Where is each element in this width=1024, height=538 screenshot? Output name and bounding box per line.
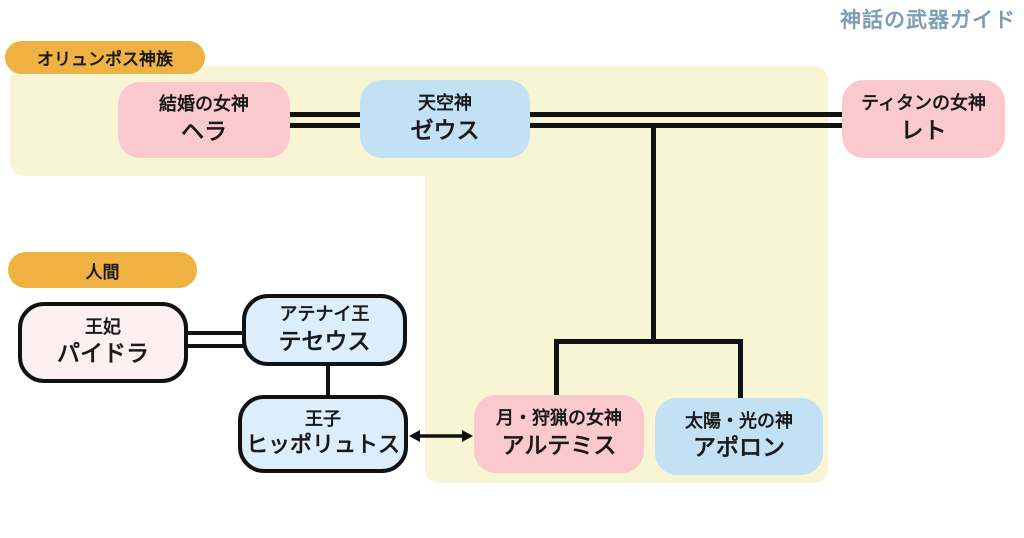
node-hippolytus-name: ヒッポリュトス xyxy=(245,432,400,458)
bidirectional-arrow-icon xyxy=(409,430,473,442)
node-leto: ティタンの女神 レト xyxy=(842,80,1005,158)
branch-to-artemis-line xyxy=(554,339,559,397)
branch-to-apollo-line xyxy=(738,339,743,400)
node-leto-name: レト xyxy=(900,116,947,143)
descent-trunk-line xyxy=(651,126,656,341)
node-hippolytus-role: 王子 xyxy=(305,409,341,429)
node-artemis-name: アルテミス xyxy=(501,431,617,458)
node-phaedra: 王妃 パイドラ xyxy=(18,302,188,383)
marriage-line-phaedra-theseus-top xyxy=(186,331,244,335)
human-group-label: 人間 xyxy=(85,262,120,282)
page-title: 神話の武器ガイド xyxy=(840,9,1016,32)
olympus-group-badge: オリュンポス神族 xyxy=(5,41,205,74)
node-apollo-name: アポロン xyxy=(693,434,785,461)
node-zeus-role: 天空神 xyxy=(418,93,472,114)
node-theseus-name: テセウス xyxy=(278,327,371,354)
theseus-to-hippolytus-line xyxy=(326,364,330,397)
node-phaedra-role: 王妃 xyxy=(85,316,121,337)
node-hera-name: ヘラ xyxy=(181,117,227,144)
node-hera: 結婚の女神 ヘラ xyxy=(118,82,290,158)
node-artemis-role: 月・狩猟の女神 xyxy=(496,408,622,429)
node-apollo-role: 太陽・光の神 xyxy=(685,410,793,431)
node-leto-role: ティタンの女神 xyxy=(861,93,986,114)
node-phaedra-name: パイドラ xyxy=(57,340,149,367)
node-hera-role: 結婚の女神 xyxy=(159,94,249,115)
node-zeus-name: ゼウス xyxy=(410,116,480,143)
olympus-group-label: オリュンポス神族 xyxy=(37,50,173,69)
node-zeus: 天空神 ゼウス xyxy=(360,80,530,158)
node-theseus-role: アテナイ王 xyxy=(279,304,370,325)
marriage-line-hera-zeus-top xyxy=(290,112,360,117)
node-apollo: 太陽・光の神 アポロン xyxy=(655,398,823,475)
node-theseus: アテナイ王 テセウス xyxy=(242,294,407,366)
node-hippolytus: 王子 ヒッポリュトス xyxy=(238,395,408,473)
marriage-line-zeus-leto-top xyxy=(530,112,842,117)
node-artemis: 月・狩猟の女神 アルテミス xyxy=(474,395,644,473)
marriage-line-hera-zeus-bottom xyxy=(290,123,360,128)
children-branch-line xyxy=(554,339,743,344)
marriage-line-zeus-leto-bottom xyxy=(530,123,842,128)
human-group-badge: 人間 xyxy=(8,252,197,288)
marriage-line-phaedra-theseus-bottom xyxy=(186,344,244,348)
